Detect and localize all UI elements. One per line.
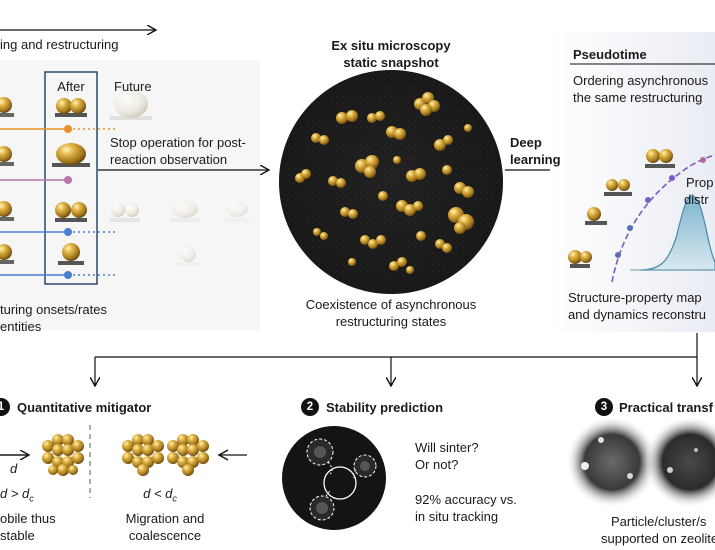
pseudotime-caption-line1: Structure-property map: [568, 290, 702, 305]
practical-graphic: [566, 416, 715, 508]
section-3-caption-line2: supported on zeolite: [601, 531, 715, 546]
pseudotime-subtitle-line2: the same restructuring: [573, 90, 703, 105]
microscopy-caption-line2: restructuring states: [335, 314, 447, 329]
future-column-label: Future: [114, 79, 152, 94]
deep-learning-line2: learning: [510, 152, 561, 167]
microscopy-snapshot: [279, 70, 503, 294]
section-1-left-caption-line1: obile thus: [0, 511, 56, 526]
branch-arrows: [95, 333, 697, 385]
pseudotime-panel: [550, 32, 715, 332]
timeline-orange-dot: [64, 125, 72, 133]
condition-greater: d > dc: [0, 486, 34, 504]
condition-less: d < dc: [143, 486, 177, 504]
microscopy-title-line2: static snapshot: [343, 55, 439, 70]
tem-image-2: [644, 416, 715, 508]
section-1-badge: 1: [0, 398, 10, 416]
timeline-label: ing and restructuring: [0, 37, 119, 52]
section-1-left-caption-line2: stable: [0, 528, 35, 543]
future-particles: [110, 90, 249, 266]
accuracy-line2: in situ tracking: [415, 509, 499, 524]
stop-operation-line2: reaction observation: [110, 152, 228, 167]
section-3-caption-line1: Particle/cluster/s: [611, 514, 707, 529]
pseudotime-background: [550, 32, 715, 332]
stability-graphic: [282, 426, 386, 530]
sinter-question-line2: Or not?: [415, 457, 459, 472]
section-1-title: Quantitative mitigator: [17, 400, 152, 415]
sinter-question-line1: Will sinter?: [415, 440, 479, 455]
left-caption-line2: entities: [0, 319, 42, 334]
pseudotime-subtitle-line1: Ordering asynchronous: [573, 73, 709, 88]
distance-label: d: [10, 461, 18, 476]
after-column-label: After: [57, 79, 85, 94]
section-1-right-caption-line1: Migration and: [125, 511, 205, 526]
timeline-pink-dot: [64, 176, 72, 184]
section-3-title: Practical transf: [619, 400, 713, 415]
mitigator-graphic: [0, 425, 247, 498]
tem-image-1: [566, 416, 658, 508]
stability-disc: [282, 426, 386, 530]
section-2-badge: 2: [301, 398, 319, 416]
property-label-line2: distr: [684, 192, 709, 207]
section-3-badge: 3: [595, 398, 613, 416]
accuracy-line1: 92% accuracy vs.: [415, 492, 517, 507]
cluster-pair-right: [167, 434, 209, 476]
after-particles: [52, 98, 90, 265]
distance-arrow-left: [217, 449, 229, 461]
pseudotime-particles: [568, 149, 675, 268]
property-distribution: [639, 195, 715, 271]
gold-clusters: [295, 92, 474, 274]
left-panel: [0, 30, 260, 330]
cluster-pair-left: [122, 434, 164, 476]
section-2-title: Stability prediction: [326, 400, 444, 415]
pseudotime-caption-line2: and dynamics reconstru: [568, 307, 707, 322]
before-particles: [0, 97, 14, 264]
timeline-blue-1-dot: [64, 228, 72, 236]
after-column-box: [44, 71, 98, 285]
property-label-line1: Prop: [686, 175, 714, 190]
deep-learning-line1: Deep: [510, 135, 542, 150]
pseudotime-title: Pseudotime: [573, 47, 647, 62]
cluster-single: [42, 434, 84, 476]
pseudotime-curve: [611, 154, 715, 283]
section-1-right-caption-line2: coalescence: [128, 528, 202, 543]
timeline-blue-2-dot: [64, 271, 72, 279]
left-caption-line1: turing onsets/rates: [0, 302, 107, 317]
stop-operation-line1: Stop operation for post-: [110, 135, 246, 150]
microscopy-title-line1: Ex situ microscopy: [331, 38, 451, 53]
microscopy-caption-line1: Coexistence of asynchronous: [305, 297, 477, 312]
